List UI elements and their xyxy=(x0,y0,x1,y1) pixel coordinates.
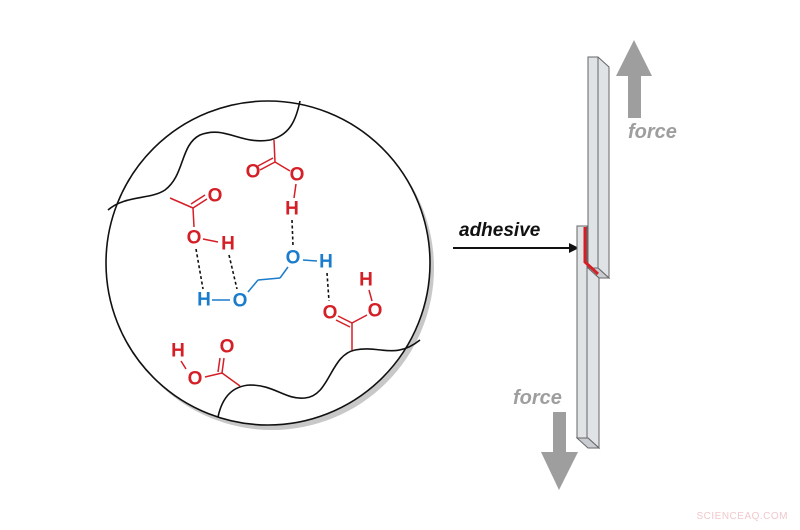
adhesive-layer xyxy=(583,227,600,276)
atom-o: O xyxy=(233,291,248,312)
force-arrow-up xyxy=(616,40,652,118)
atom-h: H xyxy=(285,199,299,220)
upper-substrate-strip xyxy=(586,56,611,280)
atom-o: O xyxy=(286,248,301,269)
carboxyl-group-left xyxy=(169,194,219,243)
force-label-bottom: force xyxy=(513,387,562,409)
magnified-view: O O H O O H O O H xyxy=(105,100,434,430)
carboxyl-group-right xyxy=(335,289,373,350)
ethylene-glycol xyxy=(212,259,318,301)
hydrogen-bonds xyxy=(195,219,330,302)
polymer-surface-top xyxy=(107,100,301,211)
adhesive-label: adhesive xyxy=(459,220,541,241)
atom-h: H xyxy=(221,234,235,255)
atom-o: O xyxy=(246,162,261,183)
force-arrow-down xyxy=(541,412,578,490)
lower-substrate-strip xyxy=(575,225,601,450)
atom-o: O xyxy=(187,228,202,249)
atom-h: H xyxy=(197,290,211,311)
atom-h: H xyxy=(319,252,333,273)
force-label-top: force xyxy=(628,121,677,143)
atom-o: O xyxy=(323,303,338,324)
atom-o: O xyxy=(290,165,305,186)
magnifier-circle xyxy=(105,100,431,426)
atom-o: O xyxy=(368,301,383,322)
atom-h: H xyxy=(171,341,185,362)
polymer-surface-bottom xyxy=(217,339,421,418)
atom-o: O xyxy=(208,186,223,207)
watermark: SCIENCEAQ.COM xyxy=(696,511,788,522)
atom-h: H xyxy=(359,270,373,291)
carboxyl-group-bottom xyxy=(180,357,241,387)
atom-o: O xyxy=(188,369,203,390)
atom-o: O xyxy=(220,337,235,358)
carboxyl-group-top xyxy=(257,139,297,199)
